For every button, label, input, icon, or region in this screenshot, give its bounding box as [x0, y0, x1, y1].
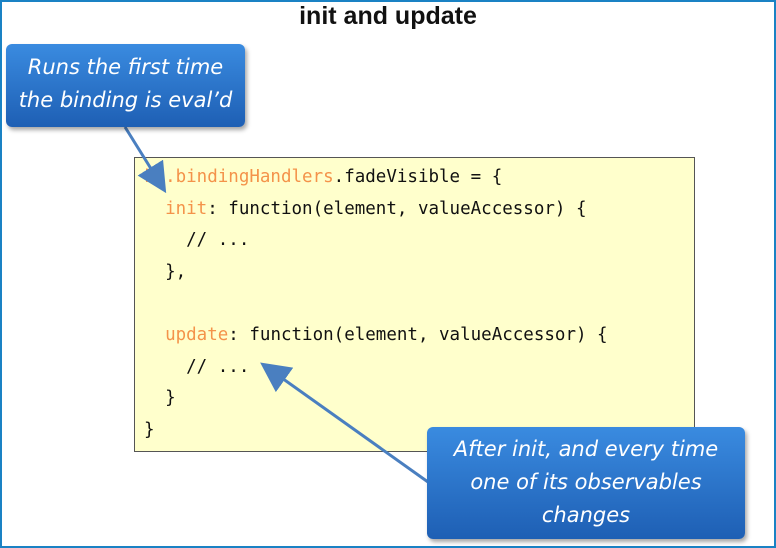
code-line: }, [144, 261, 187, 282]
code-dot: . [333, 167, 345, 187]
callout-text: one of its observables [470, 470, 702, 494]
callout-text: changes [541, 503, 631, 527]
callout-text: the binding is eval’d [18, 88, 233, 112]
code-line: ko.bindingHandlers.fadeVisible = { [144, 162, 694, 194]
slide-title: init and update [299, 2, 477, 30]
code-text: : function(element, valueAccessor) { [207, 198, 587, 219]
code-line: update: function(element, valueAccessor)… [144, 320, 694, 352]
arrow-update [260, 362, 429, 484]
code-line: init: function(element, valueAccessor) { [144, 194, 694, 226]
code-text: fadeVisible = { [344, 167, 503, 187]
callout-init: Runs the first time the binding is eval’… [6, 44, 245, 127]
code-keyword: ko.bindingHandlers [144, 167, 334, 187]
arrow-init [123, 126, 167, 194]
code-line: // ... [144, 356, 250, 377]
code-keyword-init: init [165, 198, 208, 219]
code-line: } [144, 419, 155, 440]
code-line: // ... [144, 230, 250, 251]
callout-text: After init, and every time [453, 437, 719, 461]
callout-update: After init, and every time one of its ob… [427, 427, 745, 539]
code-line: } [144, 388, 176, 409]
code-text: : function(element, valueAccessor) { [228, 324, 608, 345]
code-block: ko.bindingHandlers.fadeVisible = { init:… [134, 157, 695, 452]
callout-text: Runs the first time [27, 55, 224, 79]
code-keyword-update: update [165, 324, 229, 345]
